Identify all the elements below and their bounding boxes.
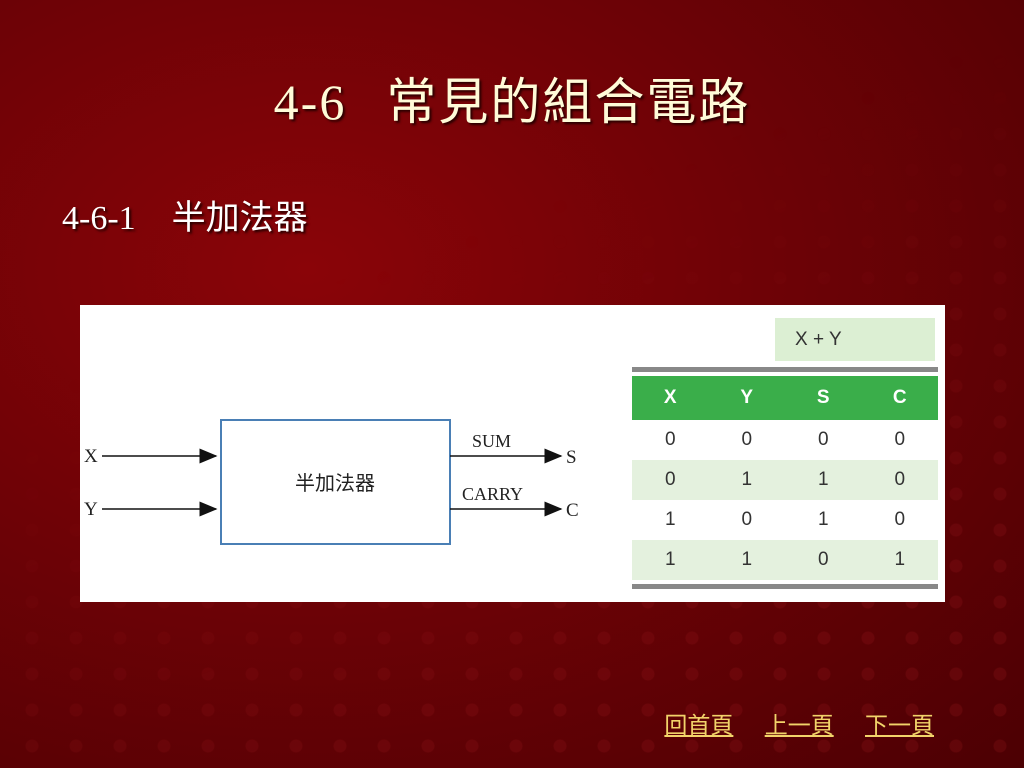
section-heading: 4-6-1 半加法器 xyxy=(62,190,308,239)
section-text: 半加法器 xyxy=(171,198,308,238)
header-c: C xyxy=(892,387,907,408)
table-cell: 0 xyxy=(741,509,753,530)
table-cell: 1 xyxy=(817,469,829,490)
title-number: 4-6 xyxy=(273,74,347,130)
table-row: 0 0 0 0 xyxy=(632,420,938,460)
expression-box: X + Y xyxy=(775,318,935,361)
sum-label: SUM xyxy=(472,431,511,451)
table-cell: 1 xyxy=(741,469,753,490)
title-text: 常見的組合電路 xyxy=(386,73,751,131)
table-cell: 0 xyxy=(817,549,829,570)
table-cell: 1 xyxy=(664,509,676,530)
table-cell: 0 xyxy=(664,469,676,490)
input-x-label: X xyxy=(84,446,98,467)
table-row: 1 0 1 0 xyxy=(632,500,938,540)
table-cell: 0 xyxy=(817,429,829,450)
table-cell: 1 xyxy=(817,509,829,530)
table-cell: 1 xyxy=(741,549,753,570)
slide-title: 4-6 常見的組合電路 xyxy=(0,62,1024,134)
table-row: 0 1 1 0 xyxy=(632,460,938,500)
section-number: 4-6-1 xyxy=(62,200,136,237)
home-link[interactable]: 回首頁 xyxy=(664,713,734,739)
table-cell: 0 xyxy=(664,429,676,450)
half-adder-diagram: X Y 半加法器 SUM S CARRY C xyxy=(84,419,579,545)
output-s-label: S xyxy=(566,447,577,468)
table-cell: 0 xyxy=(894,429,906,450)
block-label: 半加法器 xyxy=(295,472,375,495)
table-row: 1 1 0 1 xyxy=(632,540,938,580)
next-page-link[interactable]: 下一頁 xyxy=(865,713,934,739)
table-cell: 1 xyxy=(894,549,906,570)
output-c-label: C xyxy=(566,500,579,521)
content-panel: X Y 半加法器 SUM S CARRY C X + Y X Y S C 0 0… xyxy=(80,305,945,602)
slide-navigation: 回首頁 上一頁 下一頁 xyxy=(640,706,934,740)
table-header-row: X Y S C xyxy=(632,376,938,420)
header-y: Y xyxy=(740,387,754,408)
carry-label: CARRY xyxy=(462,484,523,504)
table-cell: 0 xyxy=(894,469,906,490)
truth-table: X Y S C 0 0 0 0 0 1 1 0 1 0 1 0 1 1 0 1 xyxy=(632,367,938,589)
table-cell: 0 xyxy=(741,429,753,450)
input-y-label: Y xyxy=(84,499,98,520)
table-cell: 1 xyxy=(664,549,676,570)
prev-page-link[interactable]: 上一頁 xyxy=(764,713,834,739)
table-cell: 0 xyxy=(894,509,906,530)
half-adder-block xyxy=(220,419,451,545)
header-x: X xyxy=(663,387,677,408)
header-s: S xyxy=(816,387,830,408)
